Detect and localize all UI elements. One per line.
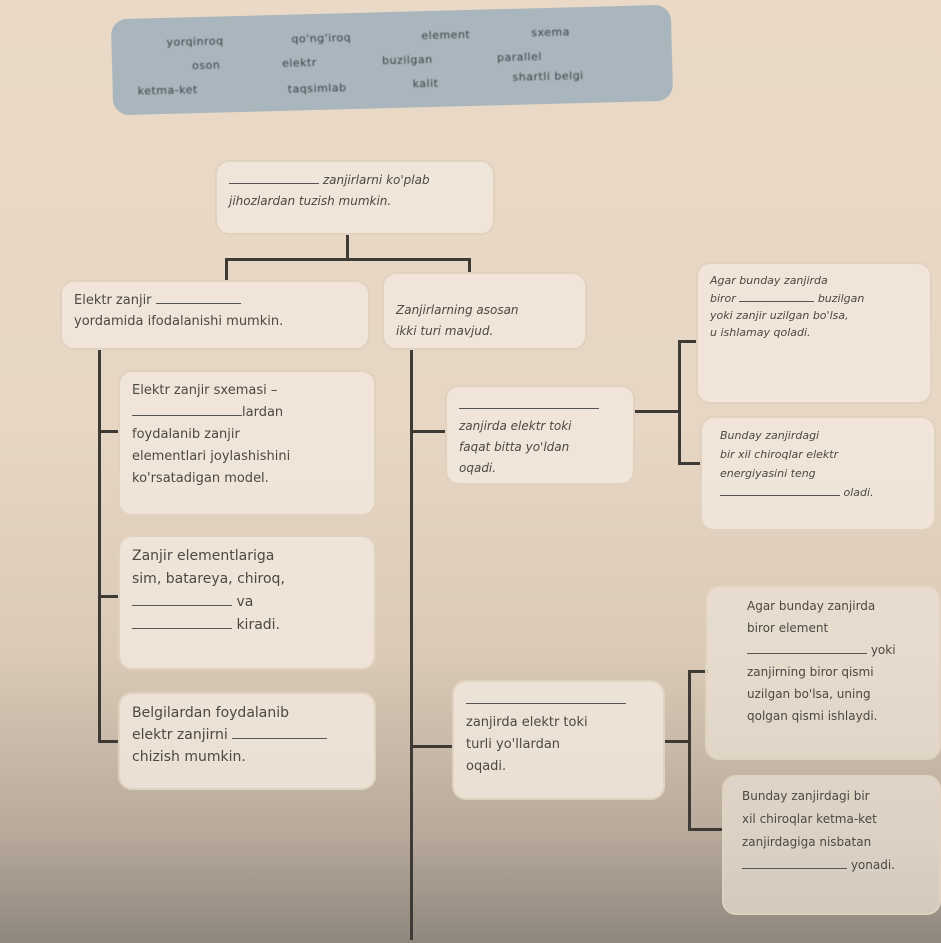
text: energiyasini teng xyxy=(720,467,816,480)
text: uzilgan bo'lsa, uning xyxy=(747,687,871,701)
word: kalit xyxy=(412,76,439,91)
connector xyxy=(678,462,702,465)
connector xyxy=(468,258,471,272)
text: biror xyxy=(710,292,736,305)
text: Bunday zanjirdagi xyxy=(720,429,820,442)
text: Elektr zanjir sxemasi – xyxy=(132,383,278,398)
word: ketma-ket xyxy=(137,83,198,98)
text: sim, batareya, chiroq, xyxy=(132,571,285,587)
text: chizish mumkin. xyxy=(132,749,246,765)
box-l4: Belgilardan foydalanib elektr zanjirni c… xyxy=(118,692,376,790)
text: u ishlamay qoladi. xyxy=(710,326,811,339)
connector xyxy=(665,740,690,743)
connector xyxy=(98,350,101,742)
word: oson xyxy=(191,58,221,73)
text: zanjirda elektr toki xyxy=(459,419,572,433)
text: va xyxy=(236,594,254,610)
text: elementlari joylashishini xyxy=(132,449,291,464)
connector xyxy=(678,340,698,343)
text: yordamida ifodalanishi mumkin. xyxy=(74,314,284,329)
text: biror element xyxy=(747,621,829,635)
connector xyxy=(346,235,349,260)
box-r3: Agar bunday zanjirda biror element yoki … xyxy=(705,585,941,760)
text: xil chiroqlar ketma-ket xyxy=(742,812,877,826)
connector xyxy=(410,350,413,940)
connector xyxy=(98,595,120,598)
text: ko'rsatadigan model. xyxy=(132,471,269,486)
text: foydalanib zanjir xyxy=(132,427,240,442)
word: elektr xyxy=(281,55,318,70)
word: sxema xyxy=(531,25,571,40)
box-m2: zanjirda elektr toki faqat bitta yo'ldan… xyxy=(445,385,635,485)
box-l1: Elektr zanjir yordamida ifodalanishi mum… xyxy=(60,280,370,350)
box-r4: Bunday zanjirdagi bir xil chiroqlar ketm… xyxy=(722,775,941,915)
text: Agar bunday zanjirda xyxy=(710,274,828,287)
text: oqadi. xyxy=(459,461,497,475)
word: qo'ng'iroq xyxy=(291,31,352,46)
word: shartli belgi xyxy=(512,68,584,84)
box-top: zanjirlarni ko'plab jihozlardan tuzish m… xyxy=(215,160,495,235)
word: buzilgan xyxy=(381,52,433,68)
text: qolgan qismi ishlaydi. xyxy=(747,709,878,723)
text: Elektr zanjir xyxy=(74,293,152,308)
box-l3: Zanjir elementlariga sim, batareya, chir… xyxy=(118,535,376,670)
box-l2: Elektr zanjir sxemasi – lardan foydalani… xyxy=(118,370,376,516)
text: oqadi. xyxy=(466,759,507,774)
text: yoki zanjir uzilgan bo'lsa, xyxy=(710,309,849,322)
text: turli yo'llardan xyxy=(466,737,561,752)
text: yonadi. xyxy=(850,858,895,872)
text: Agar bunday zanjirda xyxy=(747,599,876,613)
text: Zanjirlarning asosan xyxy=(396,303,519,317)
text: faqat bitta yo'ldan xyxy=(459,440,570,454)
text: kiradi. xyxy=(236,617,281,633)
connector xyxy=(98,740,120,743)
text: zanjirda elektr toki xyxy=(466,715,588,730)
box-m1: Zanjirlarning asosan ikki turi mavjud. xyxy=(382,272,587,350)
connector xyxy=(688,828,722,831)
text: elektr zanjirni xyxy=(132,727,228,743)
box-r2: Bunday zanjirdagi bir xil chiroqlar elek… xyxy=(700,416,936,531)
connector xyxy=(225,258,470,261)
text: zanjirning biror qismi xyxy=(747,665,874,679)
word: yorqinroq xyxy=(166,34,224,49)
connector xyxy=(678,340,681,465)
text: lardan xyxy=(242,405,284,420)
connector xyxy=(410,430,447,433)
connector xyxy=(688,670,691,830)
connector xyxy=(635,410,680,413)
text: oladi. xyxy=(843,486,874,499)
text: yoki xyxy=(870,643,896,657)
word: element xyxy=(421,27,471,43)
word-bank: yorqinroq qo'ng'iroq element sxema oson … xyxy=(110,4,674,116)
word: parallel xyxy=(496,50,543,65)
text: bir xil chiroqlar elektr xyxy=(720,448,839,461)
word: taqsimlab xyxy=(287,81,347,96)
text: buzilgan xyxy=(817,292,865,305)
text: zanjirlarni ko'plab xyxy=(322,173,430,187)
text: ikki turi mavjud. xyxy=(396,324,494,338)
box-m3: zanjirda elektr toki turli yo'llardan oq… xyxy=(452,680,665,800)
box-r1: Agar bunday zanjirda biror buzilgan yoki… xyxy=(696,262,932,404)
connector xyxy=(410,745,452,748)
text: jihozlardan tuzish mumkin. xyxy=(229,194,392,208)
text: Zanjir elementlariga xyxy=(132,548,275,564)
connector xyxy=(225,258,228,280)
connector xyxy=(98,430,120,433)
text: zanjirdagiga nisbatan xyxy=(742,835,872,849)
text: Belgilardan foydalanib xyxy=(132,705,290,721)
text: Bunday zanjirdagi bir xyxy=(742,789,870,803)
connector xyxy=(688,670,708,673)
